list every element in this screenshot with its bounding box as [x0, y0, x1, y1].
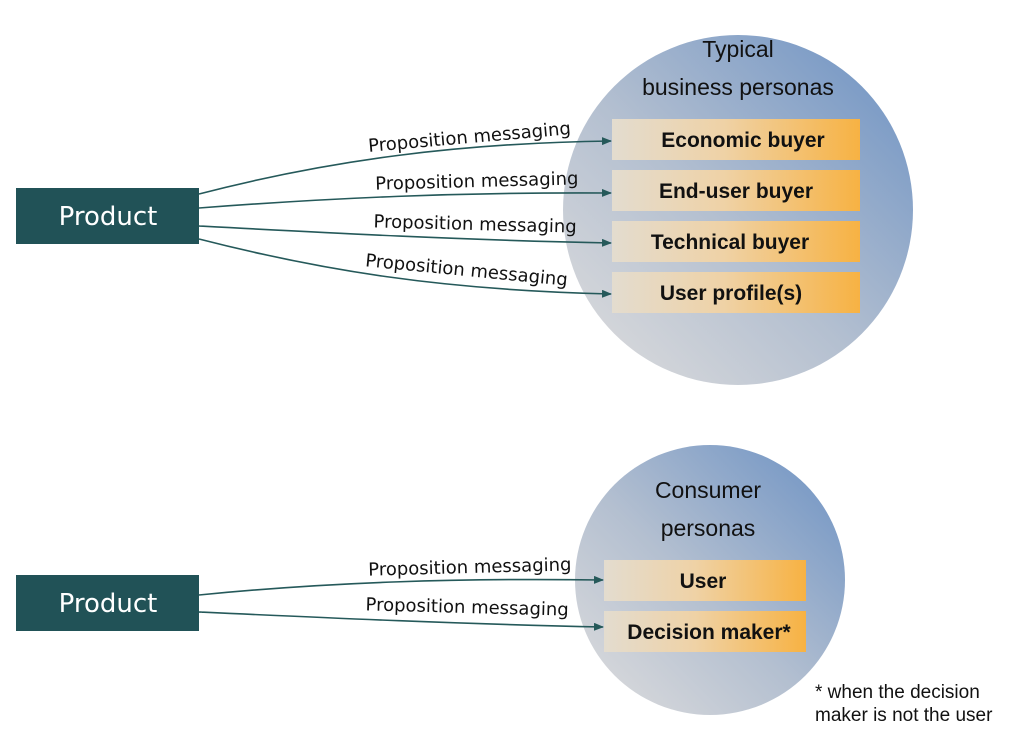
edge-label: Proposition messaging	[364, 250, 568, 290]
persona-label: Economic buyer	[661, 129, 824, 152]
edge-label: Proposition messaging	[365, 594, 569, 620]
persona-box	[612, 221, 860, 262]
footnote: * when the decision maker is not the use…	[815, 682, 993, 726]
edge-label: Proposition messaging	[368, 554, 572, 580]
business-arrow-4	[198, 238, 612, 298]
persona-label: Decision maker*	[627, 621, 791, 644]
product-box	[16, 575, 199, 631]
persona-label: End-user buyer	[659, 180, 813, 203]
business-title-line1: Typical	[702, 36, 774, 62]
business-arrow-3	[198, 225, 612, 247]
persona-technical-buyer: Technical buyer	[612, 221, 860, 262]
consumer-arrow-1	[198, 575, 604, 596]
persona-decision-maker: Decision maker*	[604, 611, 806, 652]
business-product-box: Product	[16, 188, 199, 244]
business-arrow-2	[198, 188, 612, 209]
persona-user: User	[604, 560, 806, 601]
product-box	[16, 188, 199, 244]
edge-label: Proposition messaging	[367, 118, 571, 157]
persona-label: User	[680, 570, 727, 593]
footnote-line2: maker is not the user	[815, 705, 993, 726]
consumer-section: Consumer personas User Decision maker* P…	[16, 445, 845, 715]
persona-box	[604, 611, 806, 652]
business-title-line2: business personas	[642, 74, 834, 100]
persona-economic-buyer: Economic buyer	[612, 119, 860, 160]
persona-box	[612, 272, 860, 313]
persona-user-profiles: User profile(s)	[612, 272, 860, 313]
edge-label: Proposition messaging	[373, 211, 577, 237]
persona-box	[604, 560, 806, 601]
persona-box	[612, 119, 860, 160]
product-label: Product	[59, 202, 158, 232]
consumer-title-line1: Consumer	[655, 477, 761, 503]
edge-label: Proposition messaging	[375, 168, 579, 194]
persona-label: Technical buyer	[651, 231, 809, 254]
persona-box	[612, 170, 860, 211]
persona-label: User profile(s)	[660, 282, 802, 305]
business-arrow-1	[198, 137, 612, 195]
persona-end-user-buyer: End-user buyer	[612, 170, 860, 211]
consumer-title-line2: personas	[661, 515, 756, 541]
footnote-line1: * when the decision	[815, 682, 980, 703]
product-label: Product	[59, 589, 158, 619]
consumer-arrow-2	[198, 611, 604, 631]
business-section: Typical business personas Economic buyer…	[16, 35, 913, 385]
consumer-product-box: Product	[16, 575, 199, 631]
